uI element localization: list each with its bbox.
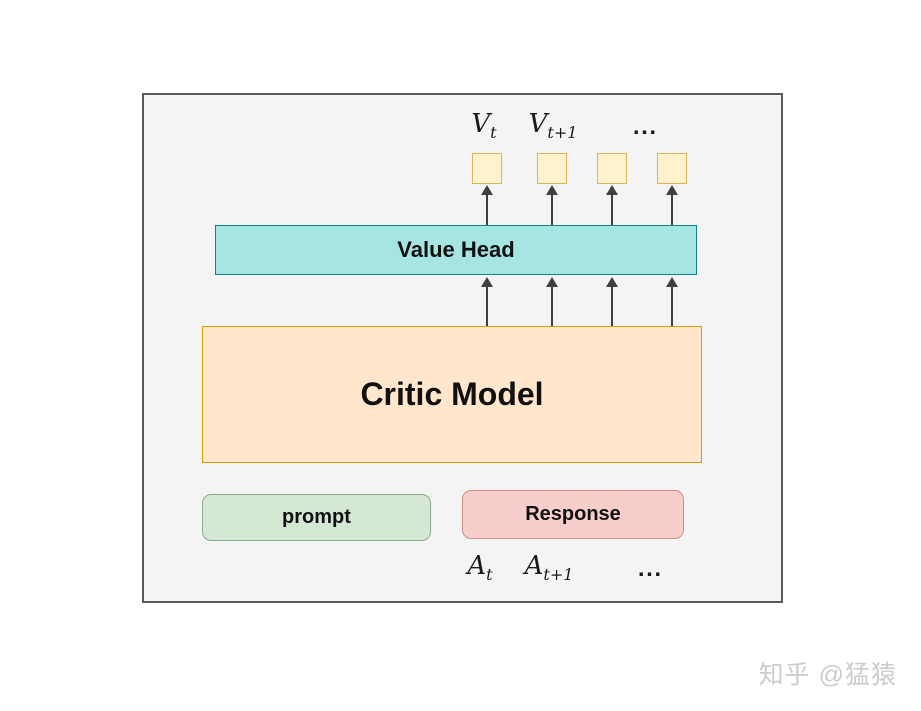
critic-model-label: Critic Model bbox=[360, 376, 544, 412]
output-label-vt1: Vt+1 bbox=[529, 109, 578, 142]
input-label-at-base: A bbox=[467, 551, 487, 581]
output-label-vt1-base: V bbox=[528, 109, 548, 139]
response-label: Response bbox=[525, 503, 621, 525]
value-head-box: Value Head bbox=[215, 225, 697, 275]
value-token-box bbox=[537, 153, 567, 184]
up-arrow-icon bbox=[666, 277, 678, 326]
response-box: Response bbox=[462, 490, 684, 539]
value-token-box bbox=[657, 153, 687, 184]
watermark: 知乎 @猛猿 bbox=[758, 661, 897, 689]
input-label-at1-base: A bbox=[524, 551, 544, 581]
up-arrow-icon bbox=[546, 277, 558, 326]
input-label-at: At bbox=[467, 551, 492, 584]
up-arrow-icon bbox=[606, 185, 618, 225]
value-head-label: Value Head bbox=[397, 237, 515, 262]
input-label-at1: At+1 bbox=[525, 551, 574, 584]
up-arrow-icon bbox=[666, 185, 678, 225]
output-label-vt1-sub: t+1 bbox=[547, 123, 578, 143]
output-label-vt: Vt bbox=[471, 109, 496, 142]
value-token-box bbox=[597, 153, 627, 184]
output-label-ellipsis: ... bbox=[632, 117, 658, 139]
prompt-box: prompt bbox=[202, 494, 431, 541]
input-label-ellipsis: ... bbox=[637, 559, 663, 581]
value-token-box bbox=[472, 153, 502, 184]
up-arrow-icon bbox=[481, 185, 493, 225]
up-arrow-icon bbox=[546, 185, 558, 225]
diagram-panel: Vt Vt+1 ... Value Head Critic Model prom… bbox=[142, 93, 783, 603]
critic-model-box: Critic Model bbox=[202, 326, 702, 463]
up-arrow-icon bbox=[606, 277, 618, 326]
output-label-vt-sub: t bbox=[490, 123, 497, 143]
up-arrow-icon bbox=[481, 277, 493, 326]
output-label-vt-base: V bbox=[471, 109, 491, 139]
input-label-at-sub: t bbox=[486, 565, 493, 585]
input-label-at1-sub: t+1 bbox=[543, 565, 574, 585]
prompt-label: prompt bbox=[282, 506, 351, 528]
